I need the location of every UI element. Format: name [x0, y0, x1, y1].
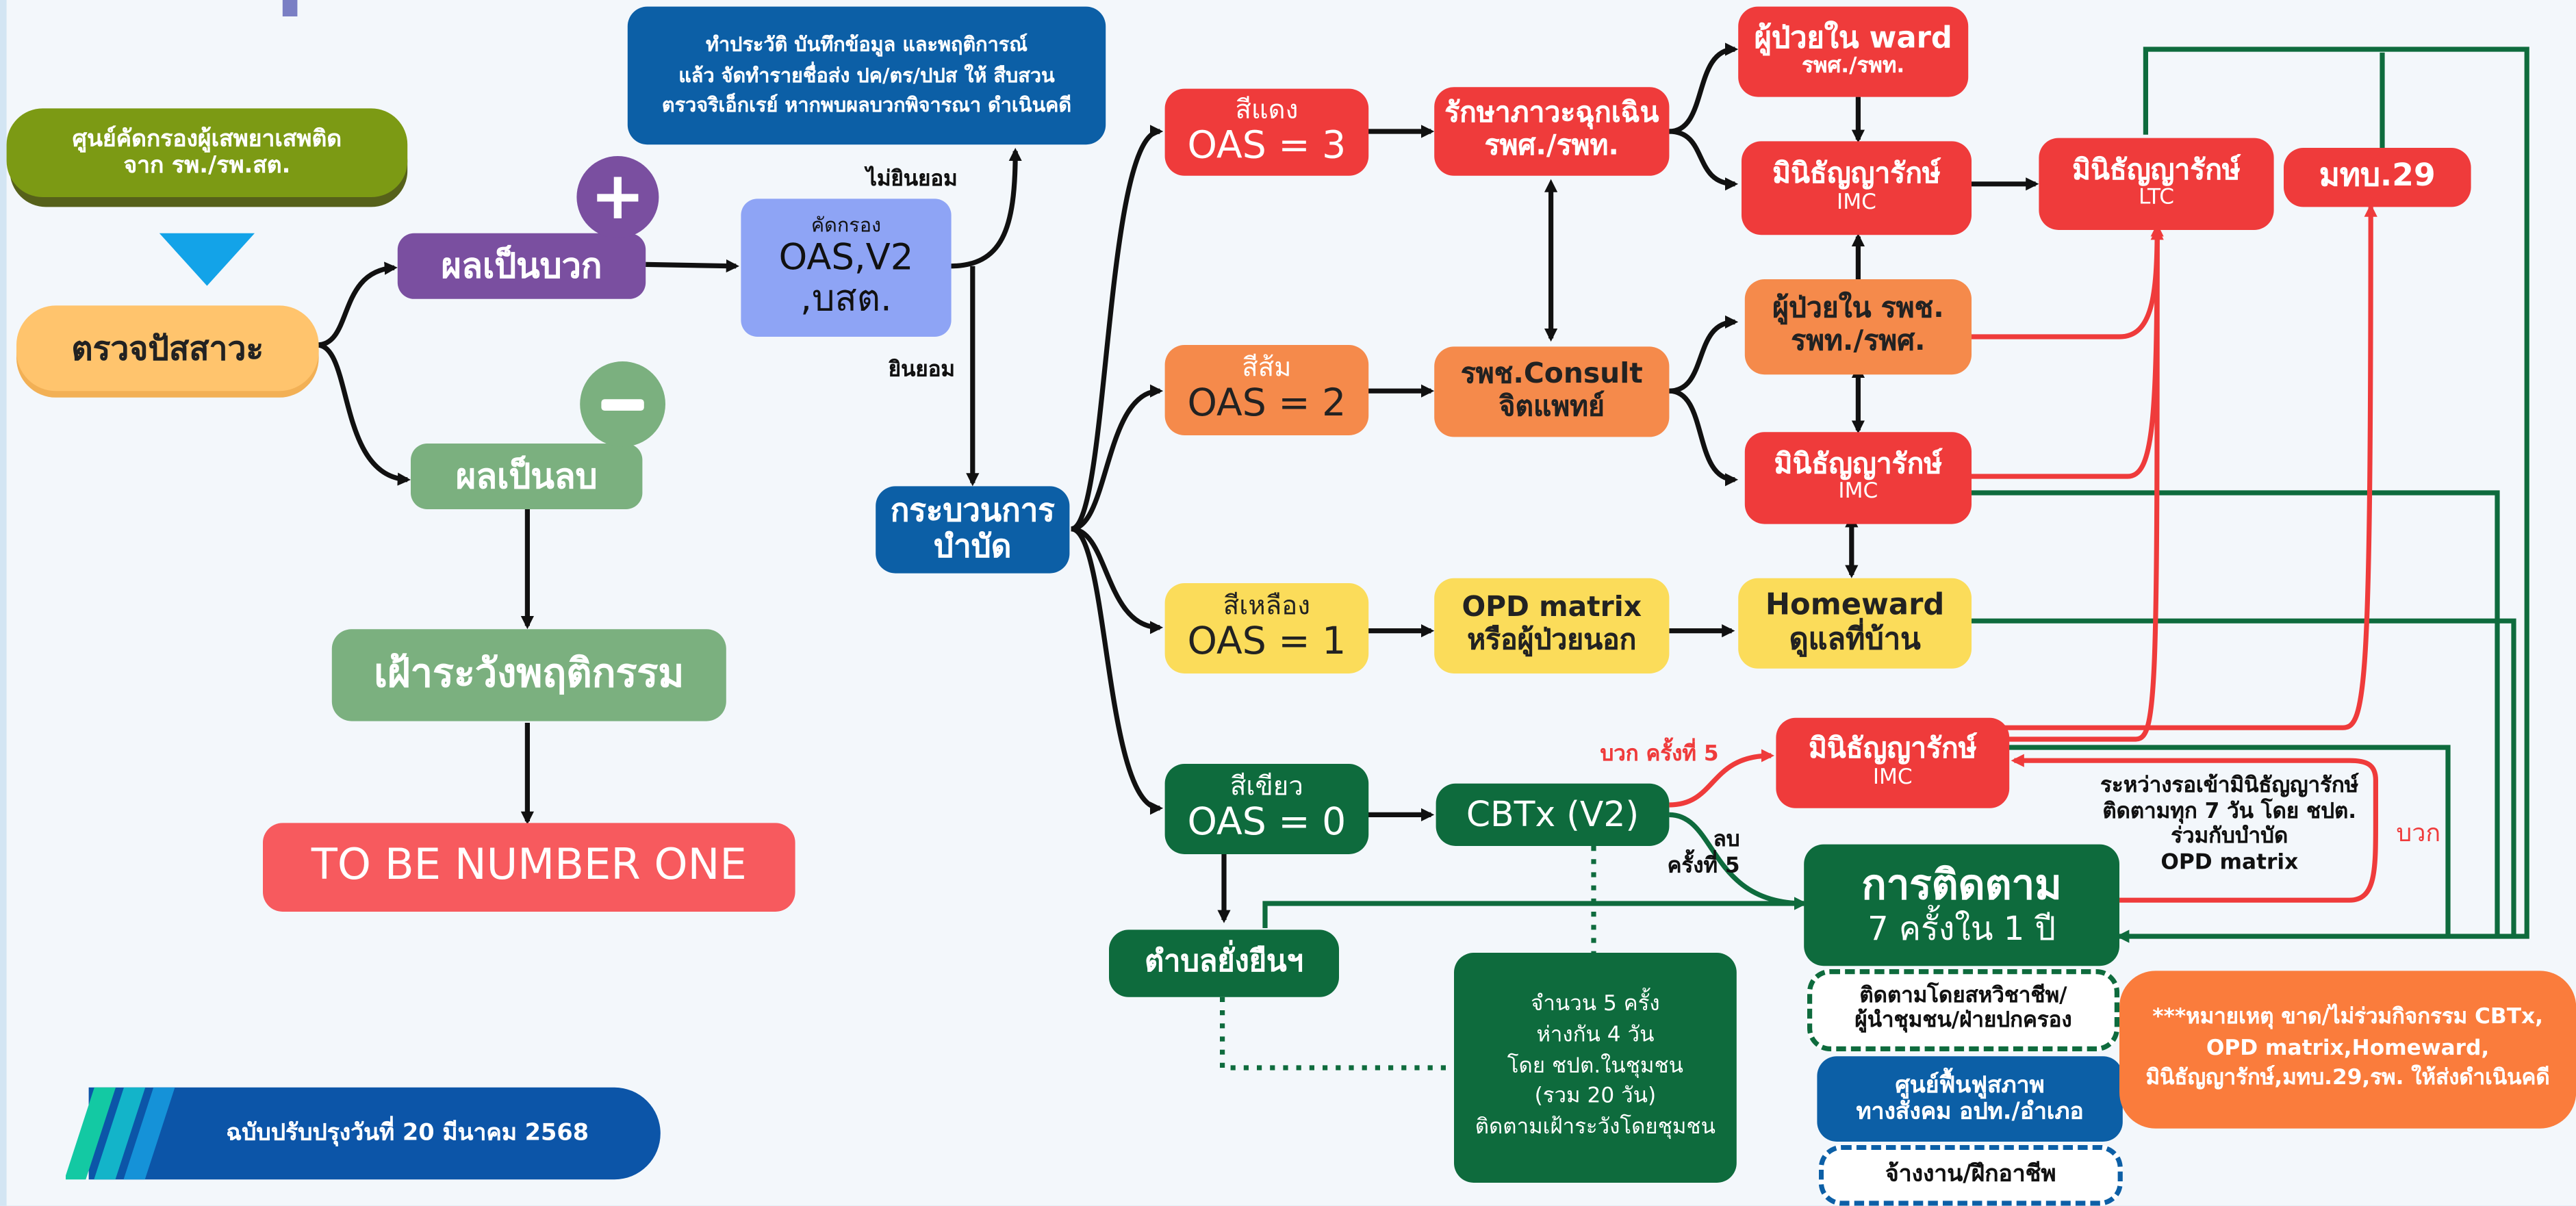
arrow-urine-positive: [316, 261, 398, 348]
mini-imc-bottom-sub: IMC: [1872, 765, 1913, 790]
mini-imc-top-box: มินิธัญญารักษ์ IMC: [1742, 141, 1972, 235]
title-accent: [282, 0, 298, 16]
mini-imc-mid-sub: IMC: [1838, 480, 1878, 505]
tambon-box: ตำบลยั่งยืนฯ: [1109, 929, 1340, 997]
dotted-tambon-note: [1220, 997, 1455, 1070]
version-banner: ฉบับปรับปรุงวันที่ 20 มีนาคม 2568: [88, 1087, 661, 1180]
mini-imc-mid-main: มินิธัญญารักษ์: [1774, 448, 1943, 481]
opd-box: OPD matrix หรือผู้ป่วยนอก: [1434, 578, 1670, 674]
green-label: สีเขียว: [1229, 770, 1303, 802]
followup-subtitle: 7 ครั้งใน 1 ปี: [1867, 908, 2056, 948]
version-stripes-icon: [66, 1087, 178, 1180]
red-label: สีแดง: [1235, 93, 1299, 125]
line-imc2-loop: [2007, 745, 2451, 937]
follow-multi-box: ติดตามโดยสหวิชาชีพ/ ผู้นำชุมชน/ฝ่ายปกครอ…: [1807, 969, 2120, 1051]
ward-sub-label: รพศ./รพท.: [1802, 55, 1905, 80]
down-triangle-icon: [159, 233, 255, 286]
oas-screen-box: คัดกรอง OAS,V2 ,บสต.: [741, 198, 952, 337]
orange-oas-box: สีส้ม OAS = 2: [1164, 345, 1369, 435]
rehab-box: ศูนย์ฟื้นฟูสภาพ ทางสังคม อปท./อำเภอ: [1817, 1056, 2123, 1142]
treatment-process-box: กระบวนการ บำบัด: [876, 486, 1070, 574]
positive-result-box: ผลเป็นบวก: [397, 233, 646, 299]
ward-box: ผู้ป่วยใน ward รพศ./รพท.: [1738, 6, 1969, 97]
arrow-followup-imc: [2011, 754, 2379, 903]
remark-box: ***หมายเหตุ ขาด/ไม่ร่วมกิจกรรม CBTx, OPD…: [2119, 971, 2576, 1129]
arrow-imc-ltc-red: [1972, 227, 2164, 479]
arrow-not-consent: [949, 148, 1022, 269]
mini-ltc-box: มินิธัญญารักษ์ LTC: [2039, 138, 2274, 230]
community-note-box: จำนวน 5 ครั้ง ห่างกัน 4 วัน โดย ชปต.ในชุ…: [1454, 953, 1737, 1183]
arrow-cbtx-followup: [1669, 812, 1808, 910]
inpatient-rpch-box: ผู้ป่วยใน รพช. รพท./รพศ.: [1744, 279, 1972, 375]
mini-imc-top-main: มินิธัญญารักษ์: [1772, 158, 1941, 191]
mini-ltc-sub: LTC: [2138, 185, 2175, 211]
mini-ltc-main: มินิธัญญารักษ์: [2072, 154, 2241, 187]
yellow-label: สีเหลือง: [1223, 589, 1311, 621]
negative-5-label: ลบ ครั้งที่ 5: [1667, 827, 1740, 879]
arrow-cbtx-imc: [1669, 749, 1775, 808]
arrow-urine-negative: [316, 342, 411, 486]
screen-main-label: OAS,V2 ,บสต.: [778, 238, 914, 320]
minus-icon: [580, 361, 666, 447]
arrow-tambon-followup: [1262, 897, 1808, 929]
waiting-note: ระหว่างรอเข้ามินิธัญญารักษ์ ติดตามทุก 7 …: [2100, 773, 2359, 875]
consult-box: รพช.Consult จิตแพทย์: [1434, 346, 1670, 437]
arrow-emergency-imc: [1669, 129, 1739, 191]
cbtx-box: CBTx (V2): [1436, 783, 1670, 846]
homeward-box: Homeward ดูแลที่บ้าน: [1738, 578, 1972, 669]
arrow-emergency-ward: [1669, 42, 1739, 134]
arrow-consult-imc: [1669, 388, 1739, 487]
emergency-box: รักษาภาวะฉุกเฉิน รพศ./รพท.: [1434, 87, 1670, 176]
green-oas-value: OAS = 0: [1187, 802, 1347, 845]
consent-label: ยินยอม: [888, 358, 955, 383]
mini-imc-mid-box: มินิธัญญารักษ์ IMC: [1744, 432, 1972, 524]
employment-box: จ้างงาน/ฝึกอาชีพ: [1818, 1144, 2123, 1206]
screen-small-label: คัดกรอง: [811, 213, 882, 237]
green-oas-box: สีเขียว OAS = 0: [1164, 764, 1369, 854]
red-oas-box: สีแดง OAS = 3: [1164, 88, 1369, 176]
orange-oas-value: OAS = 2: [1187, 383, 1347, 426]
yellow-oas-value: OAS = 1: [1187, 621, 1347, 665]
mini-imc-top-sub: IMC: [1837, 190, 1876, 215]
mtb29-box: มทบ.29: [2284, 148, 2471, 207]
positive-word-label: บวก: [2396, 818, 2441, 848]
line-homeward-loop: [1972, 618, 2516, 937]
yellow-oas-box: สีเหลือง OAS = 1: [1164, 583, 1369, 674]
urine-test-box: ตรวจปัสสาวะ: [16, 305, 319, 392]
followup-box: การติดตาม 7 ครั้งใน 1 ปี: [1804, 844, 2120, 966]
line-imc-ltc: [2007, 230, 2160, 742]
to-be-number-one-box: TO BE NUMBER ONE: [263, 823, 795, 912]
mini-imc-bottom-main: มินิธัญญารักษ์: [1808, 733, 1977, 766]
mini-imc-bottom-box: มินิธัญญารักษ์ IMC: [1776, 717, 2010, 808]
arrow-imc-mtb: [2004, 203, 2377, 730]
not-consent-label: ไม่ยินยอม: [866, 167, 958, 192]
arrow-to-orange: [1071, 384, 1164, 532]
followup-title: การติดตาม: [1861, 860, 2062, 909]
plus-icon: +: [576, 156, 659, 238]
red-oas-value: OAS = 3: [1187, 125, 1347, 168]
line-imc-loop: [1972, 490, 2500, 937]
arrow-ltc-loop: [2116, 47, 2529, 943]
arrow-to-green: [1070, 526, 1164, 815]
arrow-positive-screen: [646, 259, 739, 273]
arrow-inpatient-ltc: [1972, 223, 2164, 339]
ward-main-label: ผู้ป่วยใน ward: [1754, 21, 1952, 55]
orange-label: สีส้ม: [1242, 351, 1292, 383]
history-note-box: ทำประวัติ บันทึกข้อมูล และพฤติการณ์ แล้ว…: [627, 6, 1106, 145]
screening-center-box: ศูนย์คัดกรองผู้เสพยาเสพติด จาก รพ./รพ.สต…: [6, 108, 408, 197]
arrow-to-yellow: [1071, 526, 1164, 634]
negative-result-box: ผลเป็นลบ: [411, 444, 643, 509]
positive-5-label: บวก ครั้งที่ 5: [1600, 742, 1719, 767]
arrow-consult-inpatient: [1669, 315, 1739, 394]
arrow-to-red: [1070, 125, 1164, 532]
watch-behavior-box: เฝ้าระวังพฤติกรรม: [331, 629, 726, 721]
